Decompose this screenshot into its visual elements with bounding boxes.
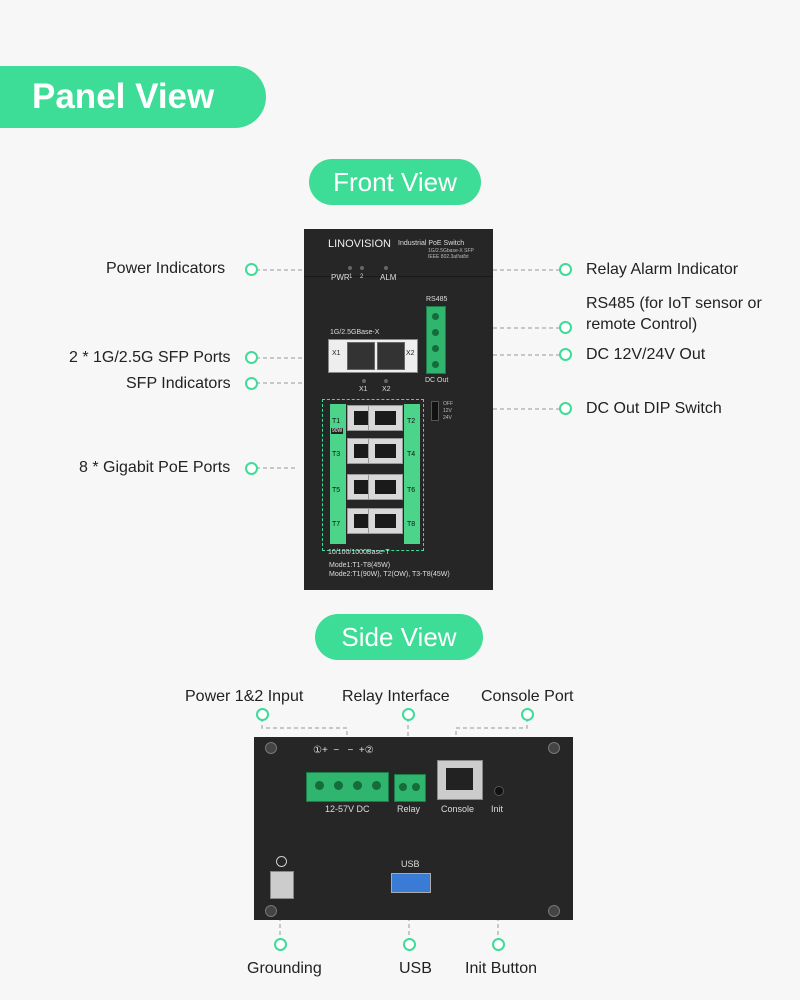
screw-bottom-right xyxy=(548,905,560,917)
console-port-dot xyxy=(521,708,534,721)
poe-port-t8[interactable] xyxy=(368,508,403,534)
sfp-ports-callout: 2 * 1G/2.5G SFP Ports xyxy=(69,349,231,366)
relay-interface-dot xyxy=(402,708,415,721)
rs485-callout-line1: RS485 (for IoT sensor or xyxy=(586,295,762,312)
alm-led xyxy=(384,266,388,270)
pwr2-label: 2 xyxy=(360,274,364,280)
dc-out-callout: DC 12V/24V Out xyxy=(586,346,706,363)
power-input-dot xyxy=(256,708,269,721)
pwr1-led xyxy=(348,266,352,270)
console-port[interactable] xyxy=(437,760,483,800)
sfp-port-x1[interactable] xyxy=(347,342,375,370)
poe-left-strip xyxy=(330,404,346,544)
relay-alarm-dot xyxy=(559,263,572,276)
dc-out-dot xyxy=(559,348,572,361)
poe-ports-outline xyxy=(322,399,424,551)
spec-line-2: IEEE 802.3af/at/bt xyxy=(428,254,469,260)
power-indicators-callout: Power Indicators xyxy=(106,260,226,277)
relay-terminal-block[interactable] xyxy=(394,774,426,802)
power-indicators-dot xyxy=(245,263,258,276)
ground-symbol-icon xyxy=(276,856,287,867)
t1-label: T1 xyxy=(332,418,341,425)
screw-top-right xyxy=(548,742,560,754)
dip-switch[interactable] xyxy=(431,401,439,421)
t7-label: T7 xyxy=(332,521,341,528)
copper-section-label: 10/100/1000Base-T xyxy=(328,549,390,556)
screw-bottom-left xyxy=(265,905,277,917)
dip-off-label: OFF xyxy=(443,401,453,407)
poe-ports-callout: 8 * Gigabit PoE Ports xyxy=(79,459,231,476)
dip-12v-label: 12V xyxy=(443,408,452,414)
x2-indicator-label: X2 xyxy=(382,386,391,393)
relay-interface-callout: Relay Interface xyxy=(342,688,450,705)
usb-dot xyxy=(403,938,416,951)
t5-label: T5 xyxy=(332,487,341,494)
product-name: Industrial PoE Switch xyxy=(398,240,465,247)
x1-indicator-label: X1 xyxy=(359,386,368,393)
dc-out-label: DC Out xyxy=(425,377,449,384)
grounding-dot xyxy=(274,938,287,951)
sfp-section-label: 1G/2.5GBase-X xyxy=(330,329,380,336)
x1-port-label: X1 xyxy=(332,350,341,357)
brand-logo: LINOVISION xyxy=(328,238,391,250)
alm-label: ALM xyxy=(380,273,397,282)
usb-label: USB xyxy=(401,859,420,869)
init-button-dot xyxy=(492,938,505,951)
sfp-ports-dot xyxy=(245,351,258,364)
mode2-label: Mode2:T1(90W), T2(OW), T3-T8(45W) xyxy=(329,571,450,578)
poe-right-strip xyxy=(404,404,420,544)
console-label: Console xyxy=(441,804,475,814)
front-view-title: Front View xyxy=(309,159,481,205)
sfp-port-x2[interactable] xyxy=(377,342,405,370)
grounding-callout: Grounding xyxy=(247,960,322,977)
dip-switch-callout: DC Out DIP Switch xyxy=(586,400,722,417)
relay-label: Relay xyxy=(397,804,421,814)
console-port-callout: Console Port xyxy=(481,688,574,705)
power-polarity-marks: ①+ − − +② xyxy=(313,745,374,756)
poe-ports-dot xyxy=(245,462,258,475)
init-button-callout: Init Button xyxy=(465,960,538,977)
t3-label: T3 xyxy=(332,451,341,458)
sfp-cage xyxy=(328,339,418,373)
pwr1-label: 1 xyxy=(349,274,353,280)
poe-port-t6[interactable] xyxy=(368,474,403,500)
pwr-label: PWR xyxy=(331,273,350,282)
sfp-indicators-dot xyxy=(245,377,258,390)
power-terminal-block[interactable] xyxy=(306,772,389,802)
grounding-screw[interactable] xyxy=(270,871,294,899)
panel-view-title: Panel View xyxy=(0,66,266,128)
x2-port-label: X2 xyxy=(406,350,415,357)
poe-port-t2[interactable] xyxy=(368,405,403,431)
t1-90w-note: 90W xyxy=(331,428,344,434)
init-label: Init xyxy=(491,804,504,814)
rs485-callout-line2: remote Control) xyxy=(586,316,698,333)
x2-led xyxy=(384,379,388,383)
dip-24v-label: 24V xyxy=(443,415,452,421)
usb-callout: USB xyxy=(399,960,432,977)
power-input-callout: Power 1&2 Input xyxy=(185,688,304,705)
t2-label: T2 xyxy=(407,418,416,425)
rs485-label: RS485 xyxy=(426,296,448,303)
dc-input-label: 12-57V DC xyxy=(325,804,370,814)
t4-label: T4 xyxy=(407,451,416,458)
spec-line-1: 1G/2.5Gbase-X SFP xyxy=(428,248,474,254)
pwr2-led xyxy=(360,266,364,270)
sfp-indicators-callout: SFP Indicators xyxy=(126,375,231,392)
mode1-label: Mode1:T1-T8(45W) xyxy=(329,562,391,569)
side-view-title: Side View xyxy=(315,614,483,660)
rs485-terminal-block xyxy=(426,306,446,374)
dip-switch-dot xyxy=(559,402,572,415)
rs485-dot xyxy=(559,321,572,334)
poe-port-t4[interactable] xyxy=(368,438,403,464)
screw-top-left xyxy=(265,742,277,754)
t8-label: T8 xyxy=(407,521,416,528)
init-button[interactable] xyxy=(494,786,504,796)
relay-alarm-callout: Relay Alarm Indicator xyxy=(586,261,739,278)
usb-port[interactable] xyxy=(391,873,431,893)
t6-label: T6 xyxy=(407,487,416,494)
x1-led xyxy=(362,379,366,383)
